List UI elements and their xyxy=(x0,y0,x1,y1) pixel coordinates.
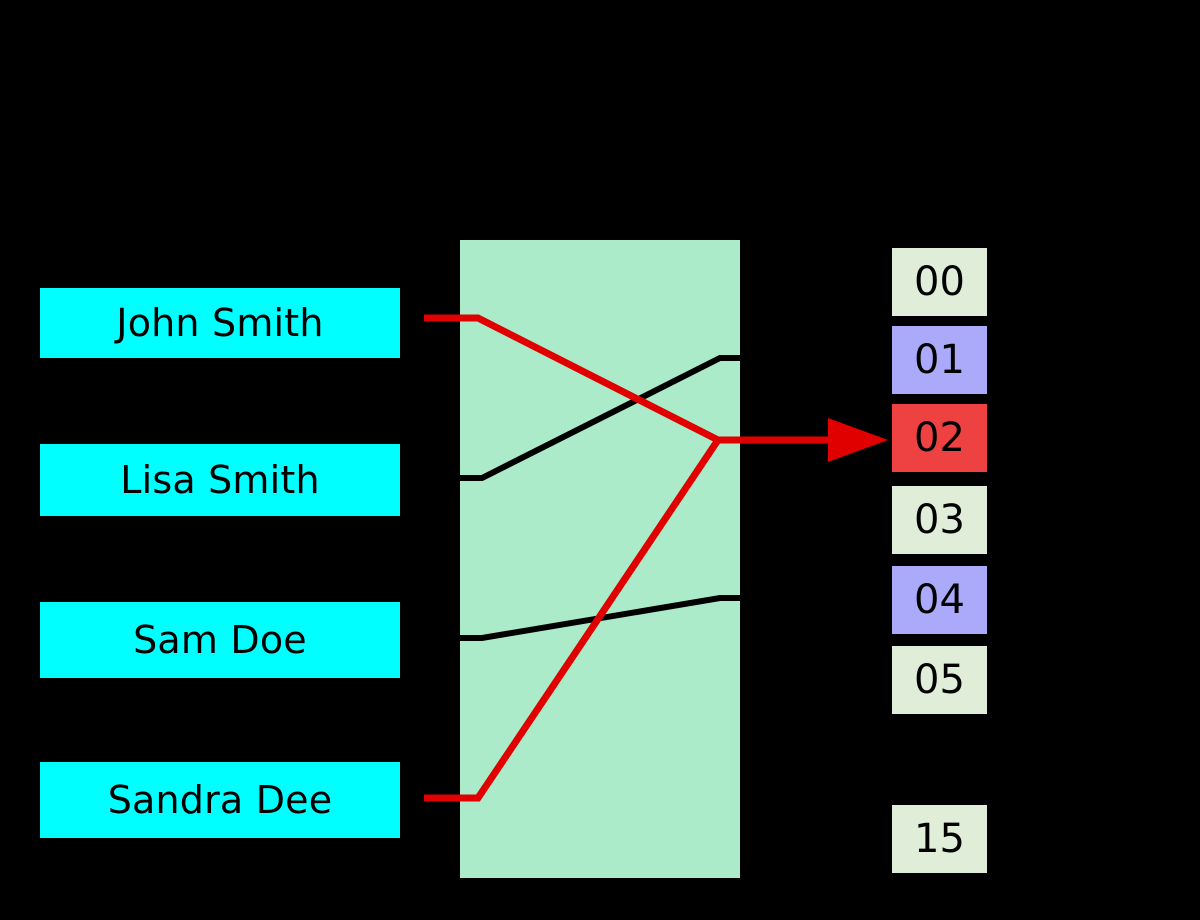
bucket-index-label: 04 xyxy=(914,577,965,623)
key-box-john-smith[interactable]: John Smith xyxy=(40,288,400,358)
arrow-head-icon xyxy=(828,418,888,462)
bucket-index-label: 02 xyxy=(914,415,965,461)
bucket-slot-05[interactable]: 05 xyxy=(892,646,987,714)
bucket-slot-01[interactable]: 01 xyxy=(892,326,987,394)
hash-function-block xyxy=(460,240,740,878)
bucket-index-label: 15 xyxy=(914,816,965,862)
bucket-slot-04[interactable]: 04 xyxy=(892,566,987,634)
key-label: John Smith xyxy=(116,301,324,345)
bucket-slot-02[interactable]: 02 xyxy=(892,404,987,472)
bucket-index-label: 01 xyxy=(914,337,965,383)
key-label: Sam Doe xyxy=(133,618,307,662)
key-label: Sandra Dee xyxy=(107,778,333,822)
bucket-slot-15[interactable]: 15 xyxy=(892,805,987,873)
key-box-sandra-dee[interactable]: Sandra Dee xyxy=(40,762,400,838)
bucket-slot-00[interactable]: 00 xyxy=(892,248,987,316)
bucket-slot-03[interactable]: 03 xyxy=(892,486,987,554)
bucket-index-label: 05 xyxy=(914,657,965,703)
key-box-sam-doe[interactable]: Sam Doe xyxy=(40,602,400,678)
bucket-index-label: 00 xyxy=(914,259,965,305)
key-box-lisa-smith[interactable]: Lisa Smith xyxy=(40,444,400,516)
bucket-index-label: 03 xyxy=(914,497,965,543)
key-label: Lisa Smith xyxy=(120,458,320,502)
